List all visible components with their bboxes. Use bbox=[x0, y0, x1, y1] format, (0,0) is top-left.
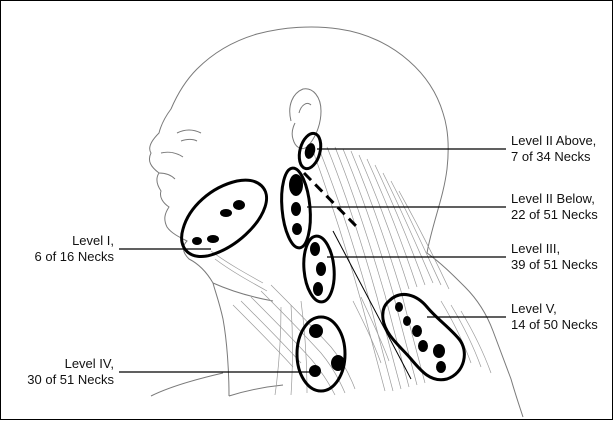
label-level-ii-above-line2: 7 of 34 Necks bbox=[511, 149, 596, 165]
label-level-ii-below-line1: Level II Below, bbox=[511, 191, 598, 207]
label-level-iv: Level IV, 30 of 51 Necks bbox=[27, 356, 114, 388]
label-level-iv-line2: 30 of 51 Necks bbox=[27, 372, 114, 388]
label-level-ii-below-line2: 22 of 51 Necks bbox=[511, 207, 598, 223]
label-level-iii-line2: 39 of 51 Necks bbox=[511, 257, 598, 273]
label-level-ii-below: Level II Below, 22 of 51 Necks bbox=[511, 191, 598, 223]
label-level-ii-above-line1: Level II Above, bbox=[511, 133, 596, 149]
level-ii-above-region bbox=[296, 131, 325, 171]
label-level-ii-above: Level II Above, 7 of 34 Necks bbox=[511, 133, 596, 165]
label-level-v-line1: Level V, bbox=[511, 301, 598, 317]
level-i-region bbox=[182, 180, 267, 256]
label-level-iii: Level III, 39 of 51 Necks bbox=[511, 241, 598, 273]
level-iv-region bbox=[297, 317, 345, 391]
label-level-i: Level I, 6 of 16 Necks bbox=[35, 233, 115, 265]
label-level-i-line1: Level I, bbox=[35, 233, 115, 249]
label-level-i-line2: 6 of 16 Necks bbox=[35, 249, 115, 265]
label-level-iii-line1: Level III, bbox=[511, 241, 598, 257]
label-level-v-line2: 14 of 50 Necks bbox=[511, 317, 598, 333]
level-iii-region bbox=[301, 235, 337, 303]
label-level-iv-line1: Level IV, bbox=[27, 356, 114, 372]
label-level-v: Level V, 14 of 50 Necks bbox=[511, 301, 598, 333]
